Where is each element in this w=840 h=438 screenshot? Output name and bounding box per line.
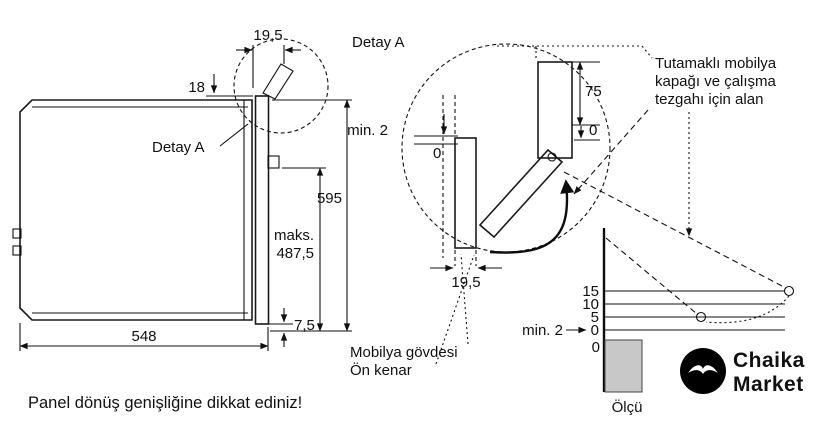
- seagull-icon: [688, 365, 718, 374]
- note-line3: tezgahı için alan: [655, 91, 763, 108]
- door-pivot-point: [547, 152, 557, 162]
- scale-diagram: 15 10 5 0 min. 2 0 Ölçü: [522, 228, 795, 416]
- door-closed-position: [537, 61, 573, 159]
- dim-maks-487-5: maks. 487,5: [274, 167, 326, 332]
- oven-side-view: 19,5 18 Detay A 595 maks. 487,5: [12, 27, 352, 412]
- dim-min-2-gap: min. 2 0: [347, 114, 458, 162]
- detail-a-reference: Detay A: [152, 123, 249, 156]
- door-rotation-arrow: [489, 179, 575, 254]
- dim-548: 548: [19, 323, 269, 351]
- oven-door-panel: [254, 95, 270, 325]
- cabinet-labels: Mobilya gövdesi Ön kenar: [350, 253, 475, 379]
- panel-caption: Panel dönüş genişliğine dikkat ediniz!: [28, 394, 302, 412]
- scale-zero-label: 0: [592, 339, 600, 356]
- logo-text-line1: Chaika: [733, 349, 805, 372]
- dim-min-2-label: min. 2: [347, 122, 388, 139]
- dim-75-handle-space: 75 0: [572, 61, 602, 141]
- note-line1: Tutamaklı mobilya: [655, 55, 777, 72]
- handle-space-note: Tutamaklı mobilya kapağı ve çalışma tezg…: [497, 45, 777, 237]
- dim-19-5-top-label: 19,5: [253, 27, 282, 44]
- dim-487-5-label: 487,5: [276, 245, 314, 262]
- dim-18-label: 18: [188, 79, 205, 96]
- swing-position-marker-outer: [783, 285, 795, 297]
- dim-zero-right-label: 0: [589, 122, 597, 139]
- detail-a-ref-label: Detay A: [152, 139, 205, 156]
- door-top-hinge-piece: [262, 63, 294, 100]
- logo-text-line2: Market: [733, 373, 804, 396]
- furniture-panel-section: [454, 137, 477, 249]
- oven-body: [19, 99, 253, 321]
- dim-maks-label: maks.: [274, 227, 314, 244]
- dim-zero-gap-label: 0: [433, 145, 441, 162]
- dim-548-label: 548: [131, 328, 156, 345]
- dim-595: 595: [270, 99, 352, 332]
- dim-18: 18: [188, 74, 253, 97]
- dim-7-5-label: 7,5: [294, 317, 315, 334]
- watermark-logo: Chaika Market: [680, 348, 805, 396]
- door-swing-path-line-1: [563, 171, 785, 288]
- scale-tick-10: 10: [582, 296, 599, 313]
- door-open-position: [478, 148, 564, 239]
- detail-a-title: Detay A: [352, 34, 405, 51]
- label-cabinet-body: Mobilya gövdesi: [350, 344, 458, 361]
- detail-a-view: Detay A min. 2 0 75 0: [347, 34, 785, 379]
- dim-19-5-panel-label: 19,5: [451, 274, 480, 291]
- swing-arc-dotted: [705, 295, 790, 324]
- scale-tick-5: 5: [591, 309, 599, 326]
- dim-75-label: 75: [585, 83, 602, 100]
- dim-7-5: 7,5: [268, 308, 315, 347]
- door-handle-latch: [267, 155, 280, 169]
- dim-19-5-panel: 19,5: [430, 250, 502, 291]
- mounting-tab-top: [12, 228, 22, 239]
- swing-position-marker-inner: [695, 311, 707, 323]
- note-line2: kapağı ve çalışma: [655, 73, 777, 90]
- scale-min-2-label: min. 2: [522, 322, 563, 339]
- scale-tick-15: 15: [582, 283, 599, 300]
- dim-19-5-top: 19,5: [236, 27, 301, 88]
- measure-template-block: [604, 339, 643, 393]
- dim-595-label: 595: [317, 190, 342, 207]
- scale-tick-0: 0: [591, 322, 599, 339]
- mounting-tab-bottom: [12, 245, 22, 256]
- label-front-edge: Ön kenar: [350, 361, 412, 379]
- detail-a-marker-circle: [233, 38, 329, 134]
- measure-label: Ölçü: [612, 398, 643, 416]
